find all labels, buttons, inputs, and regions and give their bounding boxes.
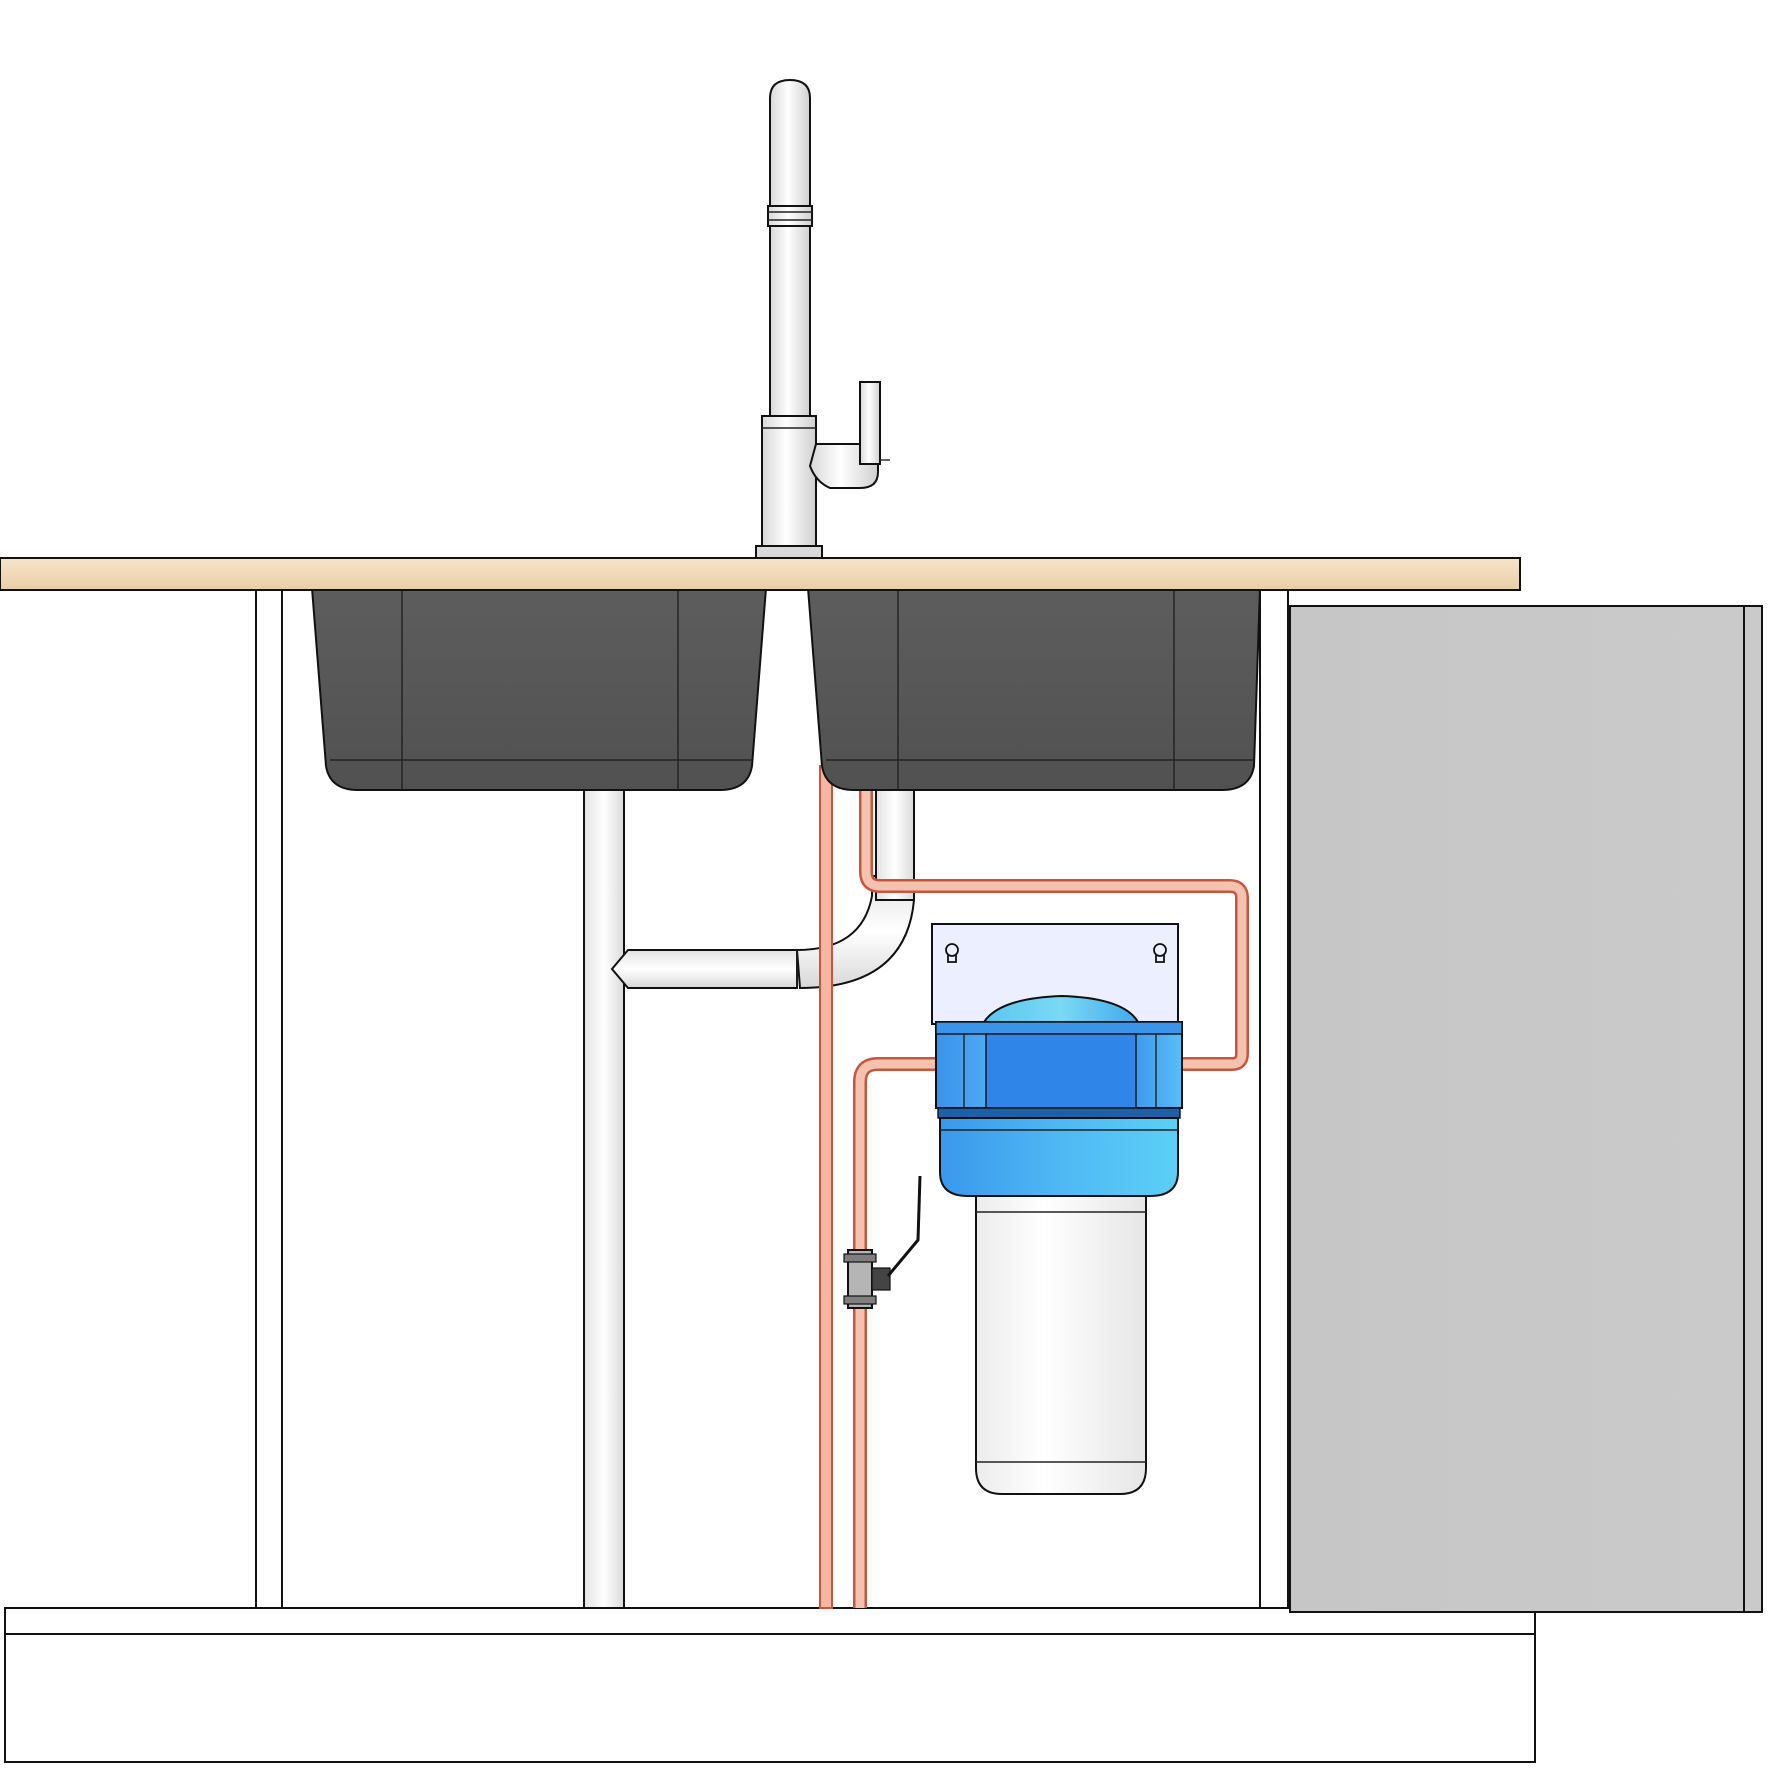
left-stile: [255, 587, 283, 1609]
toe-kick-base: [4, 1633, 1536, 1763]
countertop-slab: [0, 557, 1521, 591]
filter-ring: [939, 1117, 1179, 1197]
faucet-collar: [767, 205, 813, 227]
filtered-water-pipe: [853, 788, 1249, 1608]
filter-housing: [975, 1195, 1147, 1495]
inlet-pipe-outline: [853, 1057, 938, 1608]
faucet-supply-riser: [819, 765, 833, 1609]
valve-nut-bottom: [843, 1295, 877, 1305]
left-sink-tailpiece: [583, 787, 625, 1609]
keyhole-right: [1153, 943, 1167, 963]
faucet-body: [761, 415, 817, 549]
faucet-base: [755, 545, 823, 559]
filter-seam: [937, 1107, 1181, 1119]
filter-cap: [982, 994, 1140, 1023]
faucet: [755, 78, 890, 559]
left-sink-bowl: [310, 587, 768, 791]
double-sink: [310, 587, 1262, 791]
right-stile: [1259, 587, 1289, 1609]
outlet-pipe: [861, 788, 1247, 1069]
faucet-spout-top: [769, 78, 811, 207]
side-panel-face: [1289, 605, 1763, 1613]
valve-nut-top: [843, 1253, 877, 1263]
cold-water-supply-pipe: [819, 765, 833, 1609]
countertop: [0, 557, 1521, 591]
filter-head-center: [985, 1033, 1137, 1109]
inlet-pipe: [855, 1059, 938, 1608]
faucet-spout-neck: [769, 225, 811, 417]
right-sink-bowl: [806, 587, 1262, 791]
drain-branch: [610, 949, 798, 989]
ball-valve: [843, 1175, 922, 1309]
valve-handle: [886, 1175, 922, 1277]
faucet-handle-lever: [859, 381, 881, 465]
filter-head-top-band: [935, 1021, 1183, 1035]
cabinet-frame: [4, 587, 1536, 1763]
side-panel: [1289, 605, 1763, 1613]
valve-stem: [871, 1267, 891, 1291]
keyhole-left: [945, 943, 959, 963]
whole-house-water-filter: [935, 994, 1183, 1495]
